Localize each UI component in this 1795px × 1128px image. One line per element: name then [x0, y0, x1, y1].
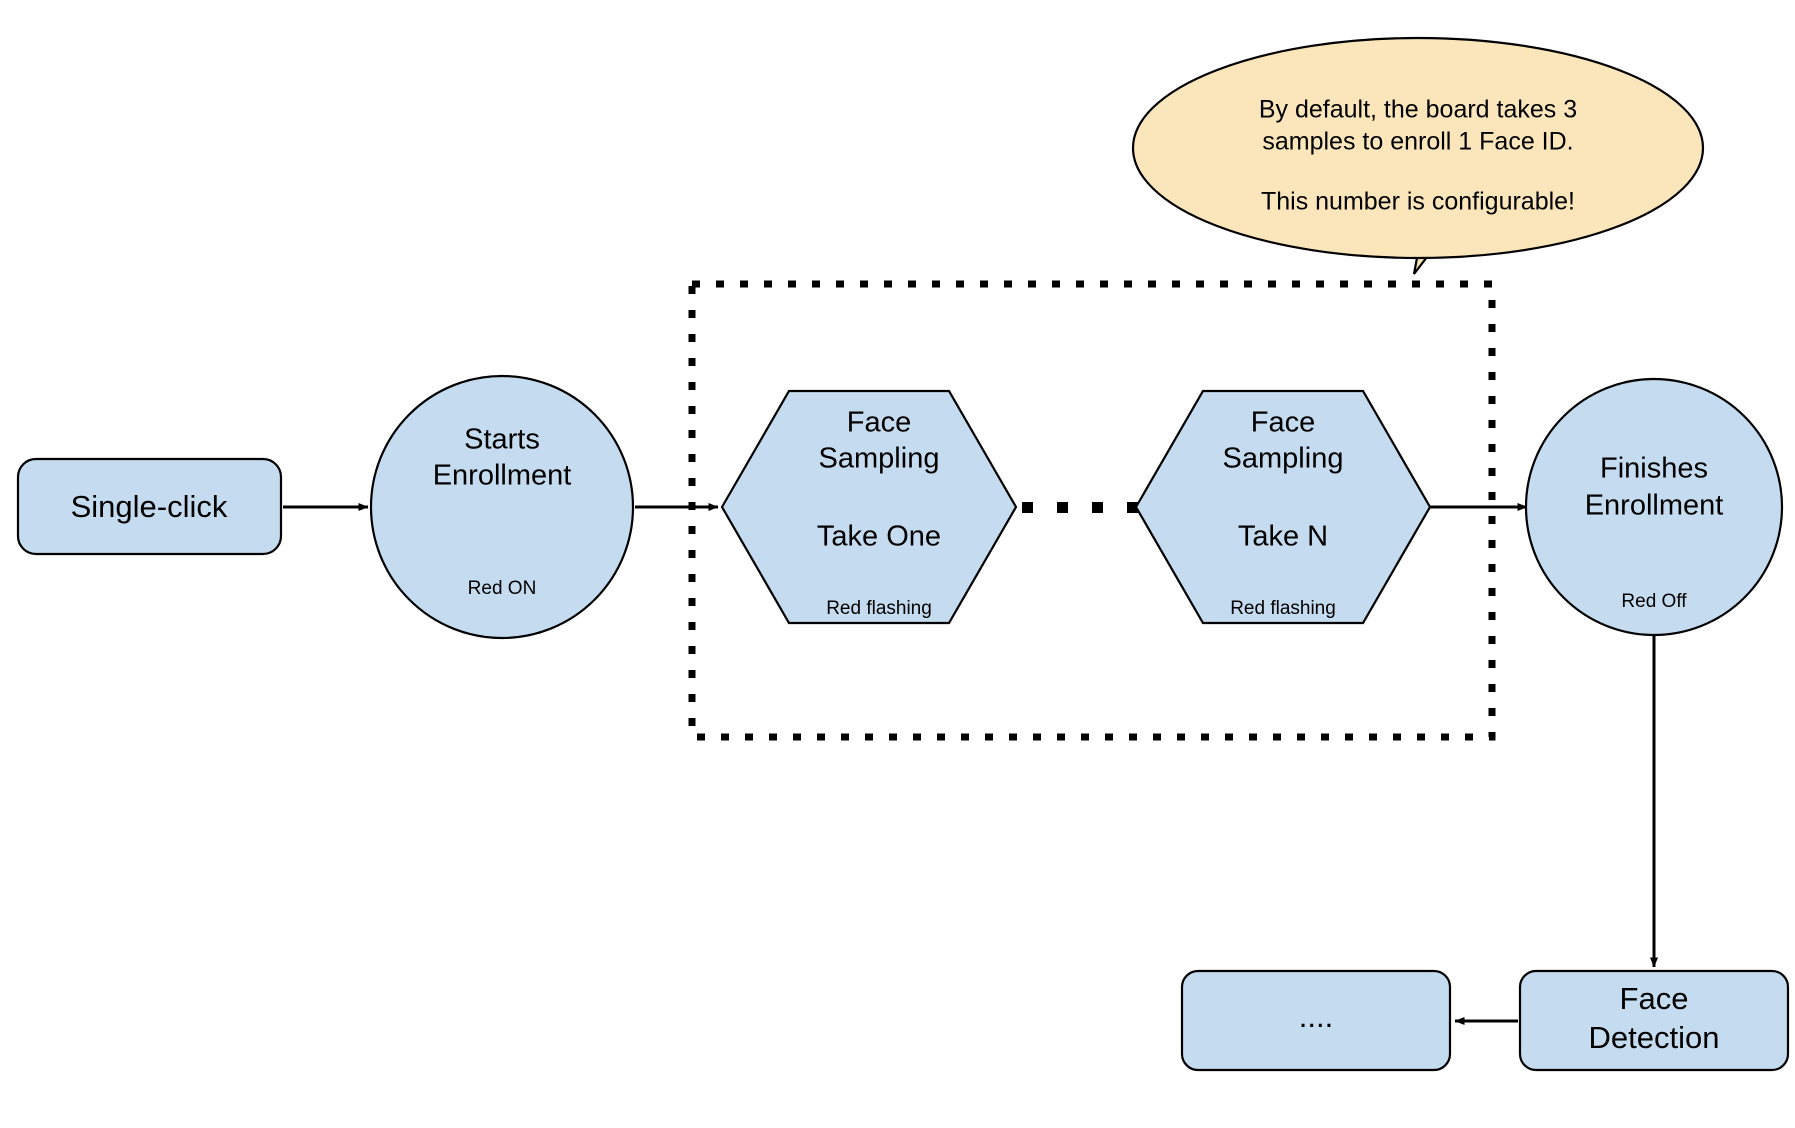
node-single-click[interactable]: Single-click — [16, 457, 283, 556]
single-click-shape[interactable] — [16, 457, 283, 556]
finishes-enrollment-status: Red Off — [1621, 591, 1687, 612]
face-sampling-one-shape[interactable] — [720, 389, 1018, 625]
finishes-enrollment-label-line2: Enrollment — [1585, 490, 1724, 522]
face-sampling-n-label-line1: Face — [1251, 407, 1315, 439]
node-face-sampling-take-one[interactable]: Face Sampling Take One Red flashing — [720, 389, 1018, 625]
face-sampling-n-status: Red flashing — [1230, 598, 1336, 619]
finishes-enrollment-label-line1: Finishes — [1600, 453, 1708, 485]
callout-line4: This number is configurable! — [1261, 188, 1575, 216]
node-continuation[interactable]: .... — [1180, 969, 1452, 1072]
face-sampling-one-take: Take One — [817, 521, 941, 553]
starts-enrollment-label-line1: Starts — [464, 424, 540, 456]
face-sampling-one-label-line2: Sampling — [819, 443, 940, 475]
continuation-label: .... — [1299, 999, 1333, 1034]
callout-shape — [1131, 36, 1705, 260]
face-sampling-one-status: Red flashing — [826, 598, 932, 619]
node-finishes-enrollment[interactable]: Finishes Enrollment Red Off — [1524, 377, 1784, 637]
face-sampling-n-take: Take N — [1238, 521, 1328, 553]
continuation-shape[interactable] — [1180, 969, 1452, 1072]
starts-enrollment-shape[interactable] — [369, 374, 635, 640]
ellipsis-between-samples — [1022, 502, 1138, 513]
single-click-label: Single-click — [71, 489, 228, 524]
face-sampling-one-label-line1: Face — [847, 407, 911, 439]
node-face-sampling-take-n[interactable]: Face Sampling Take N Red flashing — [1134, 389, 1432, 625]
starts-enrollment-label-line2: Enrollment — [433, 460, 572, 492]
face-detection-label-line1: Face — [1620, 981, 1689, 1016]
callout-line1: By default, the board takes 3 — [1259, 96, 1577, 124]
face-detection-shape[interactable] — [1518, 969, 1790, 1072]
node-starts-enrollment[interactable]: Starts Enrollment Red ON — [369, 374, 635, 640]
node-face-detection[interactable]: Face Detection — [1518, 969, 1790, 1072]
starts-enrollment-status: Red ON — [468, 578, 537, 599]
face-sampling-n-label-line2: Sampling — [1223, 443, 1344, 475]
callout-line2: samples to enroll 1 Face ID. — [1262, 128, 1573, 156]
callout-bubble: By default, the board takes 3 samples to… — [1131, 36, 1705, 275]
face-detection-label-line2: Detection — [1589, 1020, 1720, 1055]
